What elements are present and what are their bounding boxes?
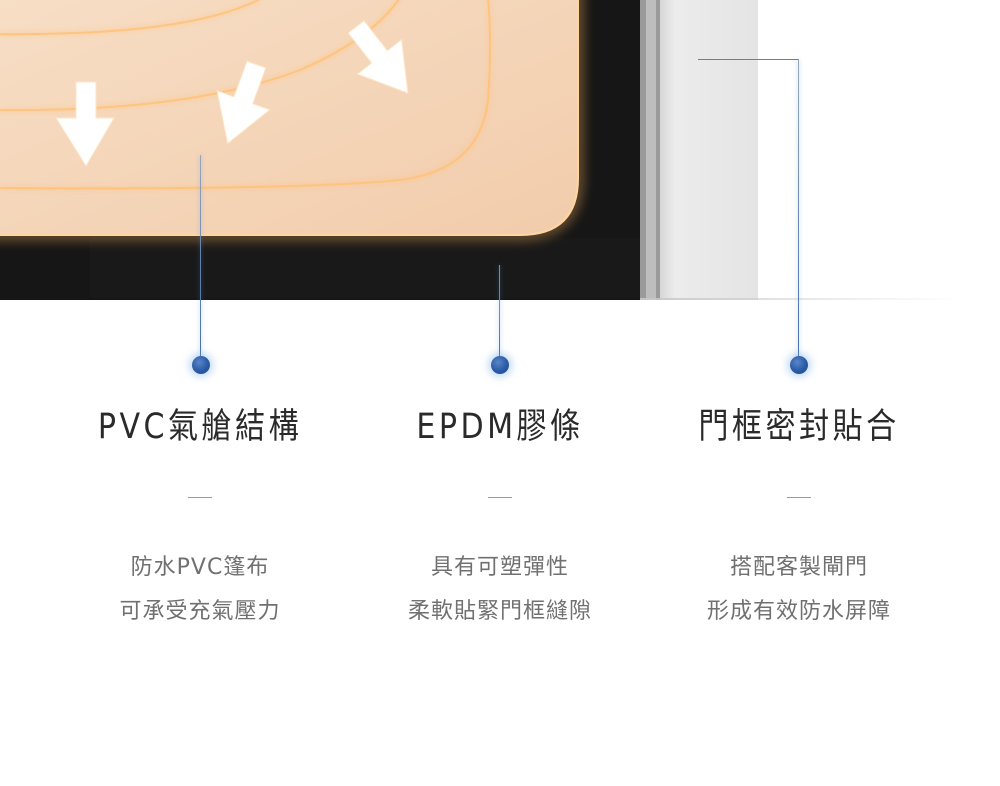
pvc-airbag (0, 0, 578, 235)
flood-barrier-illustration (0, 0, 1000, 300)
arrow-down-icon (55, 81, 115, 167)
callout-line-door-horizontal (698, 59, 799, 60)
feature-description-line: 防水PVC篷布 (130, 555, 270, 580)
callout-line-pvc (200, 155, 201, 360)
feature-title: 門框密封貼合 (698, 407, 900, 447)
callout-line-epdm (499, 265, 500, 360)
feature-column-epdm: EPDM膠條 具有可塑彈性 柔軟貼緊門框縫隙 (350, 395, 650, 634)
feature-description-line: 具有可塑彈性 (430, 555, 569, 580)
arrow-down-left-tilt-icon (347, 20, 409, 94)
feature-description: 防水PVC篷布 可承受充氣壓力 (50, 546, 350, 634)
callout-dot-icon (192, 356, 210, 374)
feature-column-pvc: PVC氣艙結構 防水PVC篷布 可承受充氣壓力 (50, 395, 350, 634)
feature-description: 搭配客製閘門 形成有效防水屏障 (649, 546, 949, 634)
airbag-contour-line (0, 0, 491, 190)
airbag-contour-line (0, 0, 261, 36)
feature-column-door-seal: 門框密封貼合 搭配客製閘門 形成有效防水屏障 (649, 395, 949, 634)
feature-description: 具有可塑彈性 柔軟貼緊門框縫隙 (350, 546, 650, 634)
door-frame (660, 0, 758, 300)
callout-line-door (798, 59, 799, 360)
callout-dot-icon (491, 356, 509, 374)
feature-divider (488, 497, 512, 498)
callout-dot-icon (790, 356, 808, 374)
feature-divider (188, 497, 212, 498)
feature-description-line: 柔軟貼緊門框縫隙 (407, 599, 592, 624)
feature-description-line: 形成有效防水屏障 (706, 599, 891, 624)
arrow-down-right-tilt-icon (216, 60, 271, 145)
feature-description-line: 可承受充氣壓力 (119, 599, 281, 624)
floor-line (640, 298, 960, 300)
feature-description-line: 搭配客製閘門 (729, 555, 868, 580)
illustration-graphic (0, 0, 758, 300)
feature-divider (787, 497, 811, 498)
feature-title: EPDM膠條 (416, 407, 584, 447)
feature-title: PVC氣艙結構 (97, 407, 303, 447)
